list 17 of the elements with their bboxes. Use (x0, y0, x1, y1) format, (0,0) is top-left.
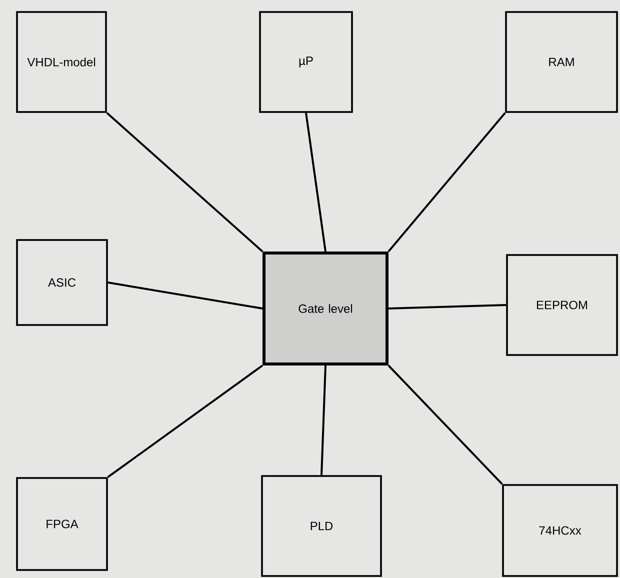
connector-line (388, 112, 506, 252)
component-box: EEPROM (506, 254, 618, 356)
connector-line (305, 112, 326, 252)
component-box: ASIC (16, 239, 108, 326)
connector-line (388, 304, 506, 310)
connector-line (320, 365, 326, 476)
connector-line (388, 364, 503, 485)
component-box: VHDL-model (16, 11, 107, 113)
gate-level-box: Gate level (262, 252, 388, 366)
component-box: µP (259, 11, 353, 113)
component-box: RAM (505, 11, 618, 113)
component-box: 74HCxx (502, 484, 618, 577)
connector-line (107, 364, 264, 478)
connector-line (106, 112, 264, 252)
connector-line (108, 282, 263, 310)
component-box: FPGA (16, 477, 108, 571)
component-box: PLD (261, 475, 382, 577)
